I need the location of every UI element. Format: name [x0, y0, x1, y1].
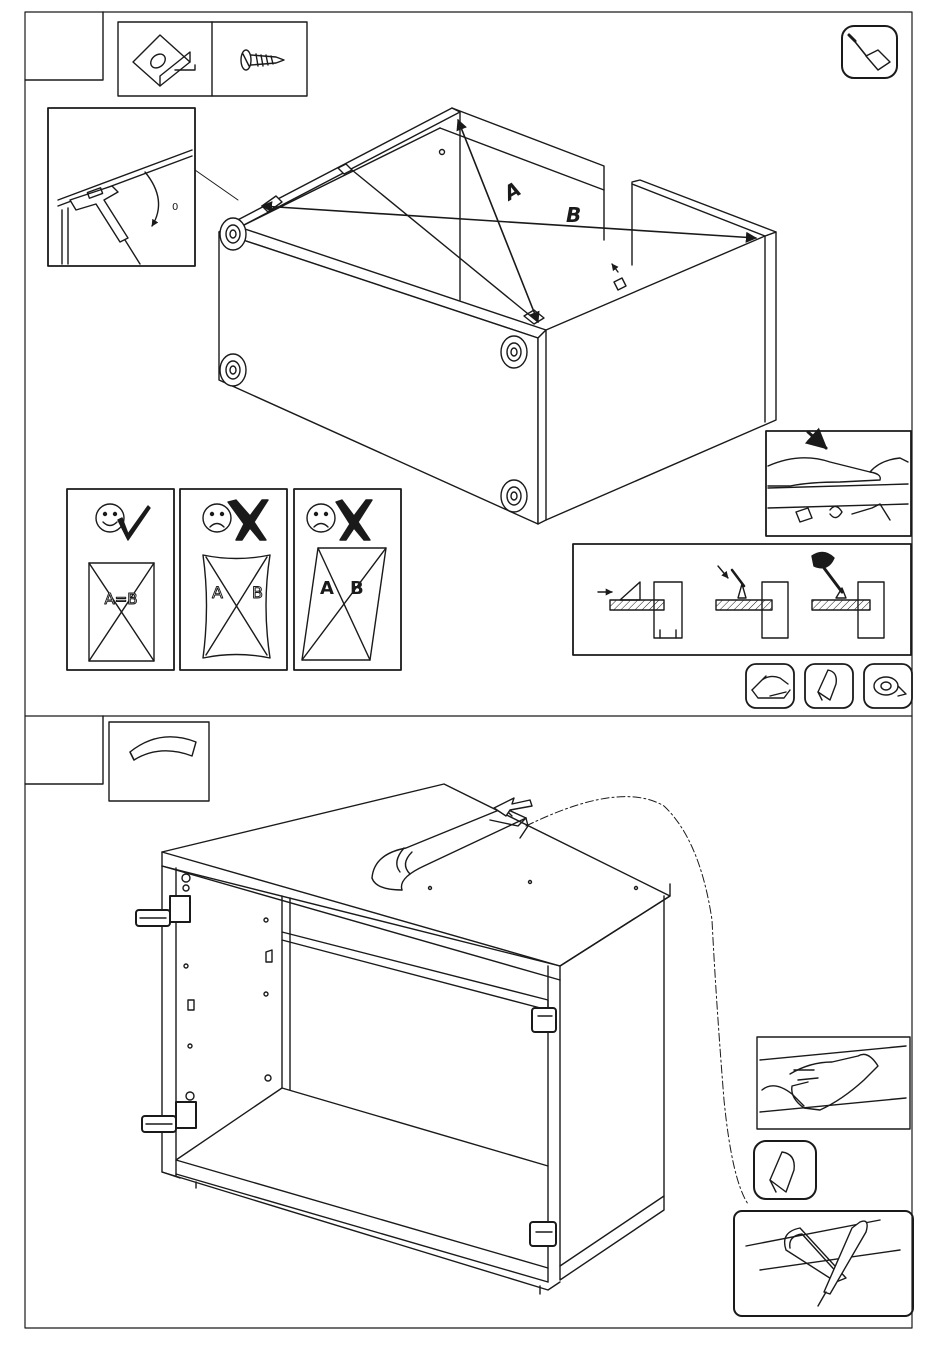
check-panel-incorrect-skewed: A B — [294, 489, 401, 670]
hand-icon — [746, 664, 794, 708]
diagonal-b-line — [262, 206, 756, 238]
hand-press-icon — [757, 1037, 910, 1129]
corner-bracket — [262, 196, 282, 212]
smiley-face-icon — [96, 504, 124, 532]
panel-label-a: A — [212, 583, 223, 602]
parts-box — [118, 22, 307, 96]
tape-roll-icon — [864, 664, 912, 708]
shelf-pin — [266, 950, 272, 962]
knife-trim-icon — [734, 1211, 913, 1316]
svg-text:0: 0 — [172, 202, 178, 213]
hinge — [532, 1008, 556, 1032]
wood-screw-icon — [241, 50, 284, 70]
panel-label-equal: A=B — [104, 590, 137, 608]
section-step-push-bracket — [598, 582, 682, 638]
diagonal-b-label: B — [566, 203, 581, 227]
foot-leveller — [220, 354, 246, 386]
foot-leveller — [220, 218, 246, 250]
hinge — [142, 1092, 196, 1132]
corner-bracket-icon — [133, 35, 195, 86]
bracket-detail-inset: 0 — [48, 108, 195, 266]
corner-bracket — [614, 278, 626, 290]
foot-leveller — [501, 480, 527, 512]
hinge — [136, 874, 190, 926]
cross-mark-icon — [336, 500, 372, 540]
panel-label-a: A — [320, 578, 334, 599]
sad-face-icon — [203, 504, 231, 532]
vanity-cabinet — [162, 784, 670, 1294]
cabinet-carcass-upside-down — [219, 108, 776, 524]
curved-edge-profile-icon — [109, 722, 209, 801]
panel-label-b: B — [350, 578, 364, 599]
section-detail-box — [573, 544, 911, 655]
sad-face-icon — [307, 504, 335, 532]
section-step-insert-screw — [716, 566, 788, 638]
inset-leader-line — [195, 170, 238, 200]
glue-tube-icon — [805, 664, 853, 708]
foot-leveller — [501, 336, 527, 368]
screw-arrow — [612, 264, 618, 272]
screwdriver-icon — [842, 26, 897, 78]
cross-mark-icon — [228, 500, 268, 540]
step-number-box-2 — [25, 716, 103, 784]
glue-tube-icon — [754, 1141, 816, 1199]
check-panel-incorrect-bowed: A B — [180, 489, 287, 670]
hand-press-detail — [766, 431, 911, 536]
shelf-pin — [188, 1000, 194, 1010]
panel-label-b: B — [252, 583, 263, 602]
section-step-tighten-screw — [812, 552, 884, 638]
diagonal-a-label: A — [498, 177, 525, 207]
hinge — [530, 1222, 556, 1246]
check-panel-correct: A=B — [67, 489, 174, 670]
step-number-box-1 — [25, 12, 103, 80]
